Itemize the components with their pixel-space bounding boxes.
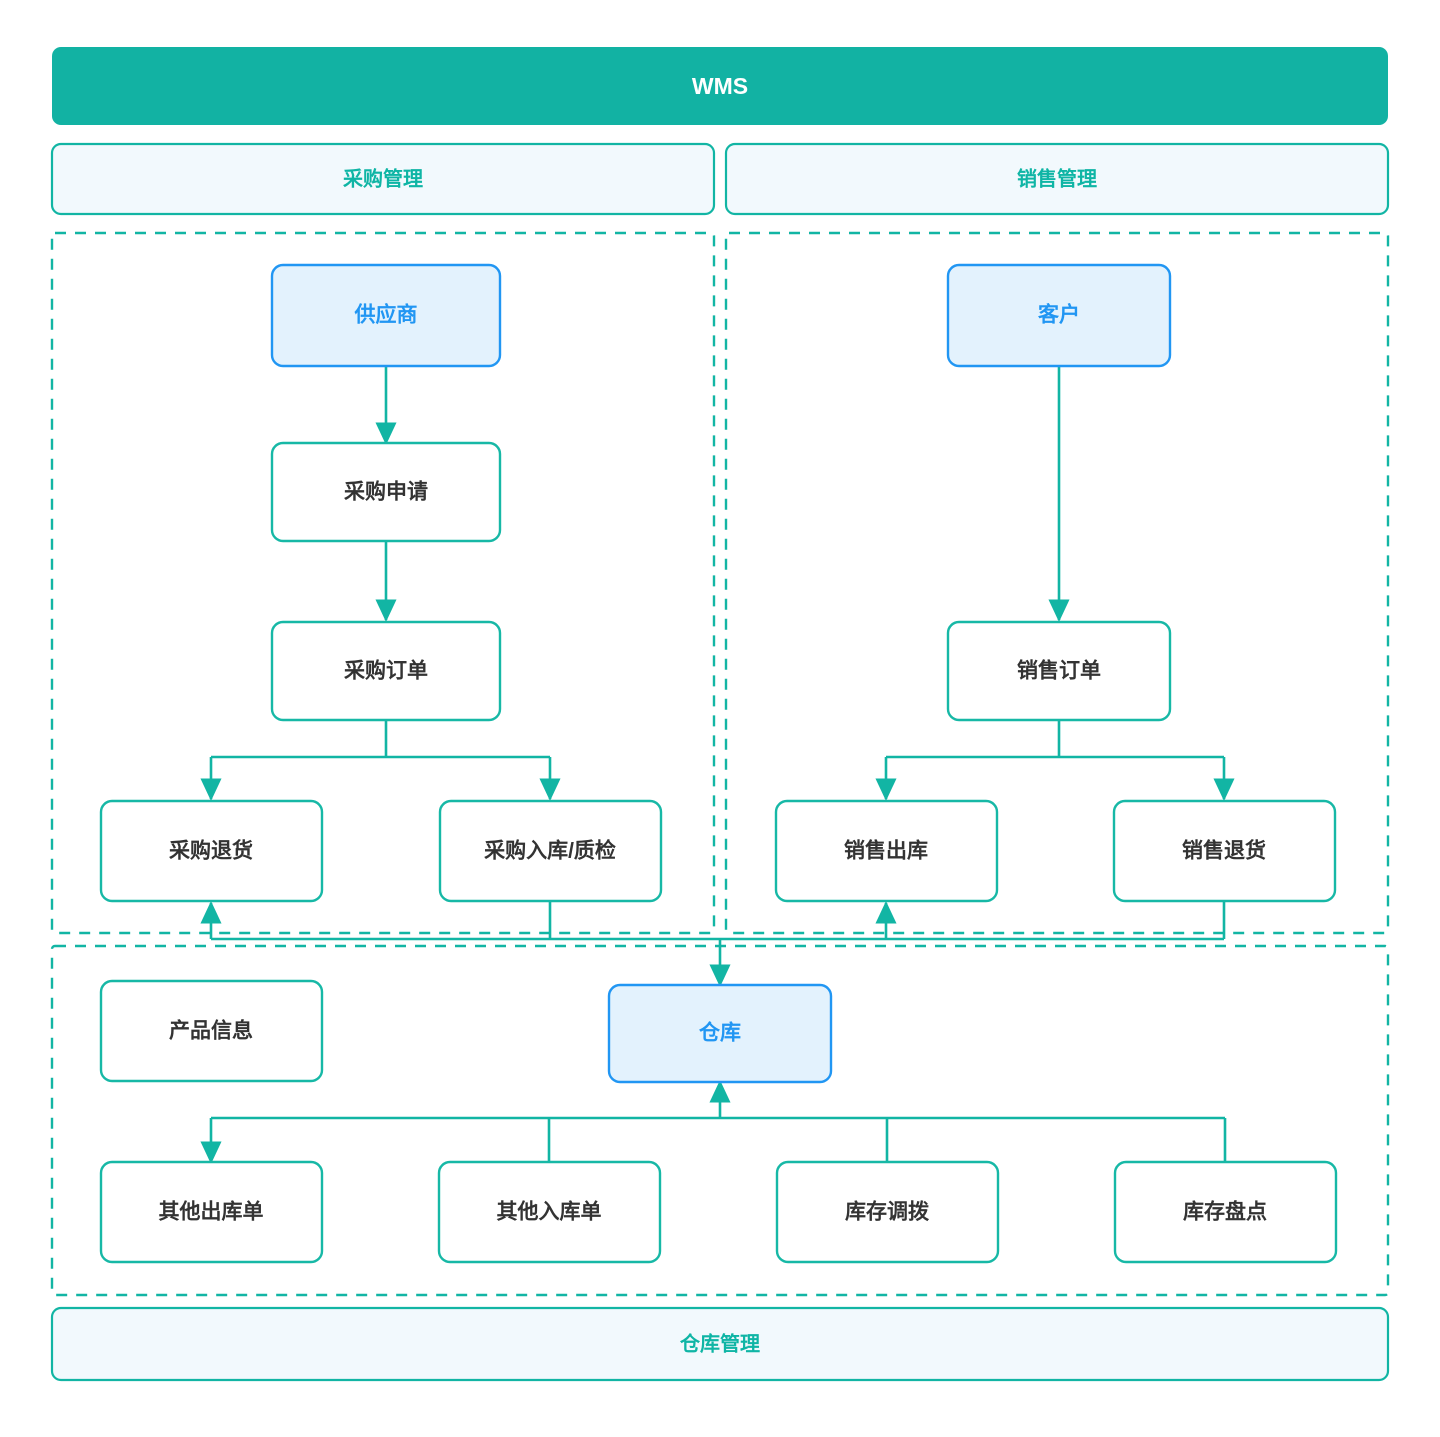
group-title-purchase-label: 采购管理 xyxy=(343,166,423,190)
node-sale-outbound-label: 销售出库 xyxy=(844,839,928,863)
node-stock-count-label: 库存盘点 xyxy=(1183,1200,1267,1224)
group-title-sales[interactable]: 销售管理 xyxy=(724,142,1390,216)
node-other-out[interactable]: 其他出库单 xyxy=(99,1160,324,1264)
node-sale-return-rect xyxy=(1112,799,1337,903)
node-pur-order-label: 采购订单 xyxy=(344,659,428,683)
node-stock-count[interactable]: 库存盘点 xyxy=(1113,1160,1338,1264)
node-other-out-rect xyxy=(99,1160,324,1264)
group-title-purchase-rect xyxy=(50,142,716,216)
node-supplier[interactable]: 供应商 xyxy=(270,263,502,368)
node-pur-inbound-rect xyxy=(438,799,663,903)
header-bar: WMS xyxy=(52,47,1388,125)
node-product-info[interactable]: 产品信息 xyxy=(99,979,324,1083)
node-warehouse-rect xyxy=(607,983,833,1084)
node-other-in-label: 其他入库单 xyxy=(497,1200,602,1224)
node-sale-outbound[interactable]: 销售出库 xyxy=(774,799,999,903)
node-other-out-label: 其他出库单 xyxy=(159,1200,264,1224)
node-pur-return[interactable]: 采购退货 xyxy=(99,799,324,903)
node-pur-request-label: 采购申请 xyxy=(344,480,428,504)
connectors xyxy=(200,366,1235,1164)
header-bar-rect xyxy=(52,47,1388,125)
node-pur-inbound-label: 采购入库/质检 xyxy=(484,839,616,863)
node-pur-request-rect xyxy=(270,441,502,543)
node-stock-count-rect xyxy=(1113,1160,1338,1264)
sales-section-container xyxy=(724,231,1390,935)
node-sale-order[interactable]: 销售订单 xyxy=(946,620,1172,722)
header-title: WMS xyxy=(692,73,748,99)
node-pur-return-label: 采购退货 xyxy=(169,839,253,863)
node-supplier-label: 供应商 xyxy=(354,303,418,327)
node-customer-rect xyxy=(946,263,1172,368)
node-pur-order-rect xyxy=(270,620,502,722)
group-title-sales-rect xyxy=(724,142,1390,216)
node-stock-move[interactable]: 库存调拨 xyxy=(775,1160,1000,1264)
node-pur-return-rect xyxy=(99,799,324,903)
group-title-purchase[interactable]: 采购管理 xyxy=(50,142,716,216)
group-title-warehouse[interactable]: 仓库管理 xyxy=(50,1306,1390,1382)
node-sale-return[interactable]: 销售退货 xyxy=(1112,799,1337,903)
node-sale-order-rect xyxy=(946,620,1172,722)
node-other-in[interactable]: 其他入库单 xyxy=(437,1160,662,1264)
node-stock-move-label: 库存调拨 xyxy=(845,1200,930,1224)
node-pur-request[interactable]: 采购申请 xyxy=(270,441,502,543)
node-other-in-rect xyxy=(437,1160,662,1264)
node-stock-move-rect xyxy=(775,1160,1000,1264)
node-customer-label: 客户 xyxy=(1038,303,1080,327)
node-sale-return-label: 销售退货 xyxy=(1182,839,1266,863)
node-sale-order-label: 销售订单 xyxy=(1017,659,1101,683)
group-title-warehouse-rect xyxy=(50,1306,1390,1382)
group-title-sales-label: 销售管理 xyxy=(1017,166,1097,190)
node-customer[interactable]: 客户 xyxy=(946,263,1172,368)
purchase-section-container xyxy=(50,231,716,935)
node-sale-outbound-rect xyxy=(774,799,999,903)
node-product-info-label: 产品信息 xyxy=(169,1019,253,1043)
group-title-warehouse-label: 仓库管理 xyxy=(679,1331,760,1355)
node-warehouse[interactable]: 仓库 xyxy=(607,983,833,1084)
node-pur-inbound[interactable]: 采购入库/质检 xyxy=(438,799,663,903)
node-product-info-rect xyxy=(99,979,324,1083)
node-supplier-rect xyxy=(270,263,502,368)
node-pur-order[interactable]: 采购订单 xyxy=(270,620,502,722)
node-warehouse-label: 仓库 xyxy=(698,1021,741,1045)
